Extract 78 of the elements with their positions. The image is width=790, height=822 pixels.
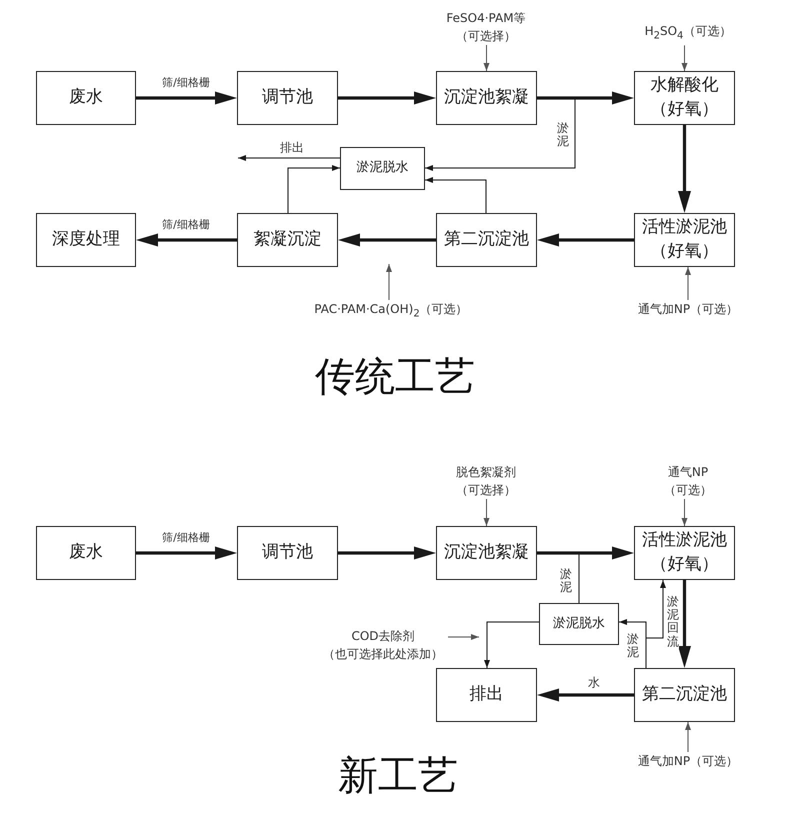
arrow (537, 688, 634, 702)
process-label: 淤泥脱水 (553, 614, 605, 633)
process-label: 水解酸化（好氧） (650, 74, 720, 121)
process-label: 排出 (470, 683, 504, 706)
process-box (539, 603, 619, 645)
arrow (238, 155, 340, 161)
process-label: 沉淀池絮凝 (444, 541, 529, 564)
process-box (436, 213, 537, 267)
arrow (484, 622, 540, 668)
dosing-note: FeSO4·PAM等（可选择） (440, 9, 532, 45)
section-title: 传统工艺 (315, 357, 475, 397)
process-label: 活性淤泥池（好氧） (641, 529, 728, 576)
edge-label: 排出 (280, 141, 304, 155)
edge-label: 筛/细格栅 (162, 218, 210, 232)
process-label: 淤泥脱水 (356, 159, 408, 178)
process-label: 第二沉淀池 (444, 228, 529, 252)
process-label: 第二沉淀池 (642, 683, 727, 706)
process-box (634, 668, 735, 722)
arrow (424, 98, 576, 171)
arrow (682, 44, 688, 72)
arrow (678, 125, 691, 213)
arrow (484, 498, 490, 526)
process-box (634, 526, 735, 580)
process-label: 沉淀池絮凝 (444, 86, 529, 110)
process-box (340, 147, 425, 190)
process-box (237, 71, 338, 125)
process-box (436, 668, 537, 722)
edge-label: 淤泥 (627, 632, 639, 660)
arrow (646, 580, 666, 668)
arrow (338, 234, 436, 246)
arrow (448, 634, 480, 640)
arrow (484, 44, 490, 72)
process-box (237, 526, 338, 580)
arrow (386, 264, 392, 300)
arrow (136, 92, 237, 104)
connector-line (536, 552, 580, 604)
process-label: 絮凝沉淀 (254, 228, 322, 252)
section-title: 新工艺 (338, 756, 458, 796)
dosing-note: H$_{2}$SO$_{4}$（可选） (628, 22, 748, 46)
arrow (537, 92, 634, 104)
arrow (136, 546, 237, 560)
process-box (634, 213, 735, 267)
process-label: 活性淤泥池（好氧） (641, 216, 728, 263)
arrow (338, 546, 436, 560)
dosing-note: 脱色絮凝剂（可选择） (446, 463, 526, 499)
process-box (436, 526, 537, 580)
process-label: 深度处理 (52, 228, 120, 252)
process-box (36, 213, 136, 267)
edge-label: 水 (588, 676, 600, 690)
edge-label: 淤泥 (557, 122, 569, 148)
edge-label: 筛/细格栅 (162, 76, 210, 90)
process-box (237, 213, 338, 267)
dosing-note: 通气NP（可选） (648, 463, 728, 499)
dosing-note: COD去除剂（也可选择此处添加） (318, 627, 448, 663)
process-label: 调节池 (262, 541, 313, 564)
arrow (424, 177, 486, 214)
arrow (338, 92, 436, 104)
dosing-note: 通气加NP（可选） (618, 300, 758, 318)
edge-label: 淤泥 (560, 568, 572, 594)
process-label: 废水 (69, 86, 103, 110)
arrow (288, 165, 340, 214)
process-box (436, 71, 537, 125)
arrow (136, 234, 237, 246)
arrow (682, 498, 688, 526)
arrow (537, 546, 634, 560)
arrow (685, 722, 691, 752)
process-label: 调节池 (262, 86, 313, 110)
process-box (36, 526, 136, 580)
process-box (634, 71, 735, 125)
edge-label: 淤泥回流 (667, 596, 679, 648)
process-box (36, 71, 136, 125)
process-label: 废水 (69, 541, 103, 564)
dosing-note: 通气加NP（可选） (618, 752, 758, 770)
dosing-note: PAC·PAM·Ca(OH)$_{2}$（可选） (291, 300, 491, 324)
arrow (537, 234, 634, 246)
arrow (685, 266, 691, 300)
arrow (678, 580, 691, 668)
edge-label: 筛/细格栅 (162, 532, 210, 544)
